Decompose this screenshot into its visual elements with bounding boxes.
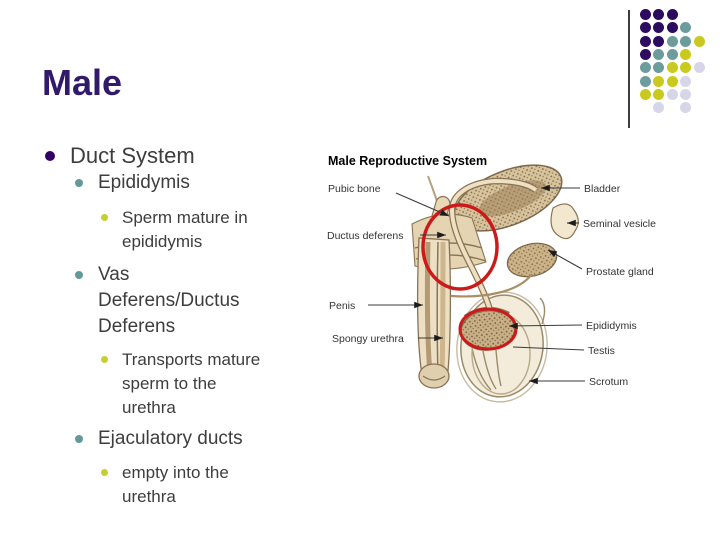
bullet-level2-icon [75,435,83,443]
label-prostate-gland: Prostate gland [586,266,654,278]
grid-dot-icon [653,75,665,87]
male-reproductive-system-diagram: Male Reproductive System [320,148,720,414]
grid-dot-icon [666,48,678,60]
list-item: Duct System [45,142,305,170]
grid-dot-icon [680,75,692,87]
list-item-label: Sperm mature in epididymis [122,208,248,251]
grid-dot-icon [653,102,665,114]
bullet-level3-icon [101,214,108,221]
bullet-level2-icon [75,271,83,279]
anatomy-illustration: Male Reproductive System [327,154,656,403]
grid-dot-icon [666,75,678,87]
testis-shape [460,309,516,351]
glans-shape [418,363,450,389]
grid-dot-icon [653,88,665,100]
list-item: Ejaculatory ducts [75,426,305,452]
list-item-label: Epididymis [98,172,190,193]
grid-dot-icon [666,9,678,20]
label-ductus-deferens: Ductus deferens [327,230,403,242]
seminal-vesicle-shape [550,203,579,240]
label-bladder: Bladder [584,183,621,195]
bullet-level1-icon [45,151,55,161]
list-item: Vas Deferens/Ductus Deferens [75,262,295,340]
grid-dot-icon [666,35,678,47]
grid-dot-icon [680,22,692,34]
grid-dot-icon [680,48,692,60]
grid-dot-icon [640,22,651,34]
grid-dot-icon [666,88,678,100]
vertical-rule [628,10,630,128]
bullet-level3-icon [101,356,108,363]
list-item: Sperm mature in epididymis [101,206,301,254]
dot-grid [640,9,715,124]
label-seminal-vesicle: Seminal vesicle [583,218,656,230]
grid-dot-icon [653,48,665,60]
grid-dot-icon [680,62,692,74]
grid-dot-icon [653,22,665,34]
list-item: Epididymis [75,170,305,196]
list-item-label: Ejaculatory ducts [98,428,243,449]
grid-dot-icon [680,35,692,47]
prostate-shape [506,242,558,278]
diagram-title: Male Reproductive System [328,154,487,168]
grid-dot-icon [666,22,678,34]
label-penis: Penis [329,300,355,312]
label-testis: Testis [588,345,615,357]
grid-dot-icon [693,62,705,74]
grid-dot-icon [640,35,651,47]
highlight-circle-ductus [421,203,499,291]
diagram-labels: Pubic bone Ductus deferens Penis Spongy … [327,183,656,388]
grid-dot-icon [653,35,665,47]
label-pubic-bone: Pubic bone [328,183,381,195]
list-item: empty into the urethra [101,461,301,509]
label-epididymis: Epididymis [586,320,637,332]
grid-dot-icon [653,9,665,20]
grid-dot-icon [640,9,651,20]
list-item: Transports mature sperm to the urethra [101,348,301,420]
label-spongy-urethra: Spongy urethra [332,333,404,345]
anatomy-shapes [411,164,579,403]
slide-title: Male [42,62,123,103]
list-item-label: Vas Deferens/Ductus Deferens [98,264,240,337]
leader-lines [368,184,585,385]
grid-dot-icon [680,88,692,100]
penis-shape [417,237,452,389]
grid-dot-icon [640,48,651,60]
label-scrotum: Scrotum [589,376,628,388]
list-item-label: Transports mature sperm to the urethra [122,350,261,417]
grid-dot-icon [640,88,651,100]
grid-dot-icon [693,35,705,47]
ductus-deferens-shape [448,177,538,311]
bullet-level2-icon [75,179,83,187]
grid-dot-icon [680,102,692,114]
bullet-level3-icon [101,469,108,476]
grid-dot-icon [653,62,665,74]
list-item-label: Duct System [70,143,195,168]
grid-dot-icon [640,62,651,74]
list-item-label: empty into the urethra [122,463,229,506]
grid-dot-icon [640,75,651,87]
grid-dot-icon [666,62,678,74]
